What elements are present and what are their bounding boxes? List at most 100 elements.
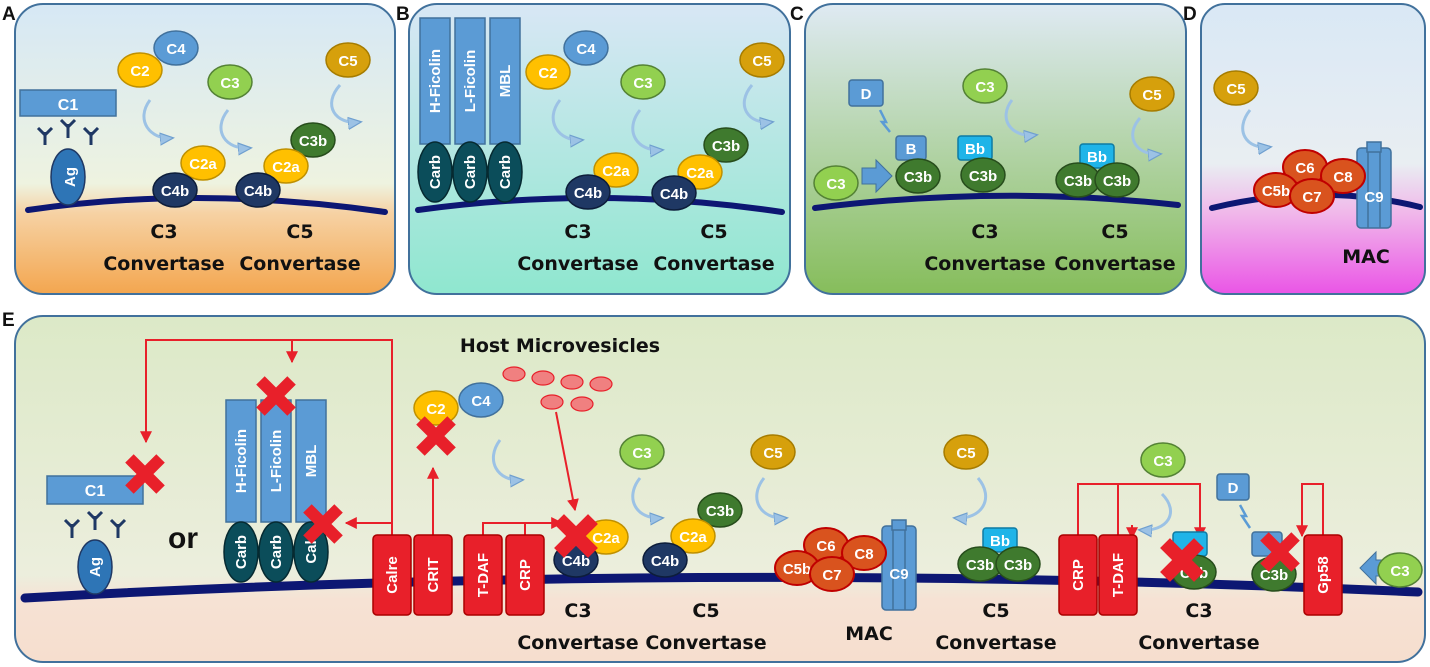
c1-box xyxy=(19,89,117,117)
c1-label: C1 xyxy=(58,97,79,114)
caption-c3: C3 xyxy=(564,221,591,243)
l-ficolin-rod xyxy=(260,399,292,523)
microvesicles xyxy=(502,366,613,412)
c3b-molecule xyxy=(895,158,941,194)
curved-arrow-icon xyxy=(631,477,662,518)
carb-ellipse xyxy=(417,141,453,203)
panel-e: E Host Microvesicles C xyxy=(2,310,1426,663)
mbl-label: MBL xyxy=(303,445,320,478)
ag-ellipse xyxy=(77,539,113,595)
c8-molecule xyxy=(841,535,887,571)
c4b-label: C4b xyxy=(244,183,272,200)
c3b-label: C3b xyxy=(966,557,994,574)
c3b-label: C3b xyxy=(1103,173,1131,190)
c5-molecule xyxy=(1213,70,1259,106)
curved-arrow-icon xyxy=(142,99,172,138)
c3b-molecule xyxy=(960,157,1006,193)
c3b-label: C3b xyxy=(706,503,734,520)
c4-label: C4 xyxy=(166,41,186,58)
c2-molecule xyxy=(117,52,163,88)
c2a-molecule xyxy=(593,152,639,188)
red-arrow xyxy=(555,411,579,512)
caption-c3: C3 xyxy=(150,221,177,243)
caption-convertase: Convertase xyxy=(645,632,766,654)
curved-arrow-icon xyxy=(1131,117,1160,154)
l-ficolin-label: L-Ficolin xyxy=(268,430,285,493)
c3b-label: C3b xyxy=(299,133,327,150)
c3b-label: C3b xyxy=(904,169,932,186)
carb-ellipse xyxy=(223,521,259,583)
caption-c3: C3 xyxy=(971,221,998,243)
c2a-molecule xyxy=(263,148,309,184)
crp-label: CRP xyxy=(1070,559,1087,591)
c4-molecule xyxy=(153,30,199,66)
c3-molecule xyxy=(620,64,666,100)
c3-label: C3 xyxy=(975,79,994,96)
calre-receptor: Calre xyxy=(372,534,412,616)
carb-label: Carb xyxy=(233,535,250,569)
c8-label: C8 xyxy=(1333,169,1352,186)
b-label: B xyxy=(906,141,917,158)
c2a-label: C2a xyxy=(679,529,707,546)
panel-b: B H-Ficolin L-Ficolin MBL Carb Carb Carb… xyxy=(396,3,791,295)
h-ficolin-rod xyxy=(225,399,257,523)
curved-arrow-icon xyxy=(1241,109,1270,147)
c4b-molecule xyxy=(152,172,198,208)
carb-label: Carb xyxy=(462,155,479,189)
carb-ellipse xyxy=(258,521,294,583)
panel-b-letter: B xyxy=(396,4,410,25)
panel-c-letter: C xyxy=(790,4,804,25)
caption-convertase: Convertase xyxy=(1138,632,1259,654)
crp-label: CRP xyxy=(517,559,534,591)
c2a-label: C2a xyxy=(686,165,714,182)
carb-label: Cal xyxy=(303,540,320,563)
c8-label: C8 xyxy=(854,546,873,563)
caption-convertase: Convertase xyxy=(517,632,638,654)
c3-label: C3 xyxy=(1153,453,1172,470)
c4b-label: C4b xyxy=(562,553,590,570)
bb-box xyxy=(982,527,1018,553)
caption-c5: C5 xyxy=(700,221,727,243)
c3-label: C3 xyxy=(1390,563,1409,580)
c3-molecule xyxy=(619,434,665,470)
caption-convertase: Convertase xyxy=(239,253,360,275)
crp-receptor: CRP xyxy=(1058,534,1098,616)
c2a-label: C2a xyxy=(592,530,620,547)
curved-arrow-icon xyxy=(1004,99,1036,135)
curved-arrow-icon xyxy=(330,83,360,122)
or-label: or xyxy=(168,522,198,555)
d-box xyxy=(848,79,884,107)
d-label: D xyxy=(1228,480,1239,497)
panel-c-frame xyxy=(804,3,1187,295)
c3-molecule xyxy=(813,165,859,201)
panel-c: C D B C3b C3 Bb C3b C3 Bb C3b C3b C5 xyxy=(790,3,1187,295)
c5b-label: C5b xyxy=(783,561,811,578)
t-daf-label: T-DAF xyxy=(1110,553,1127,597)
c3b-molecule xyxy=(697,492,743,528)
c2a-label: C2a xyxy=(272,159,300,176)
c2a-molecule xyxy=(670,518,716,554)
c2a-molecule xyxy=(180,145,226,181)
crp-receptor: CRP xyxy=(505,534,545,616)
c4b-label: C4b xyxy=(161,183,189,200)
caption-convertase: Convertase xyxy=(517,253,638,275)
curved-arrow-icon xyxy=(219,109,250,148)
c4-label: C4 xyxy=(471,393,491,410)
bb-label: Bb xyxy=(1087,149,1107,166)
arrow-right-icon xyxy=(861,158,893,194)
c8-molecule xyxy=(1320,158,1366,194)
c5-label: C5 xyxy=(338,53,357,70)
carb-label: Carb xyxy=(268,535,285,569)
membrane xyxy=(812,192,1181,211)
c5-label: C5 xyxy=(1226,81,1245,98)
c2-molecule xyxy=(525,54,571,90)
c5-label: C5 xyxy=(956,445,975,462)
host-microvesicles-label: Host Microvesicles xyxy=(460,335,660,357)
c1-box xyxy=(46,475,144,505)
c2a-label: C2a xyxy=(602,163,630,180)
c4b-molecule xyxy=(565,174,611,210)
caption-convertase: Convertase xyxy=(924,253,1045,275)
caption-mac: MAC xyxy=(1342,246,1390,268)
c2-molecule xyxy=(413,390,459,426)
c1-label: C1 xyxy=(85,483,106,500)
